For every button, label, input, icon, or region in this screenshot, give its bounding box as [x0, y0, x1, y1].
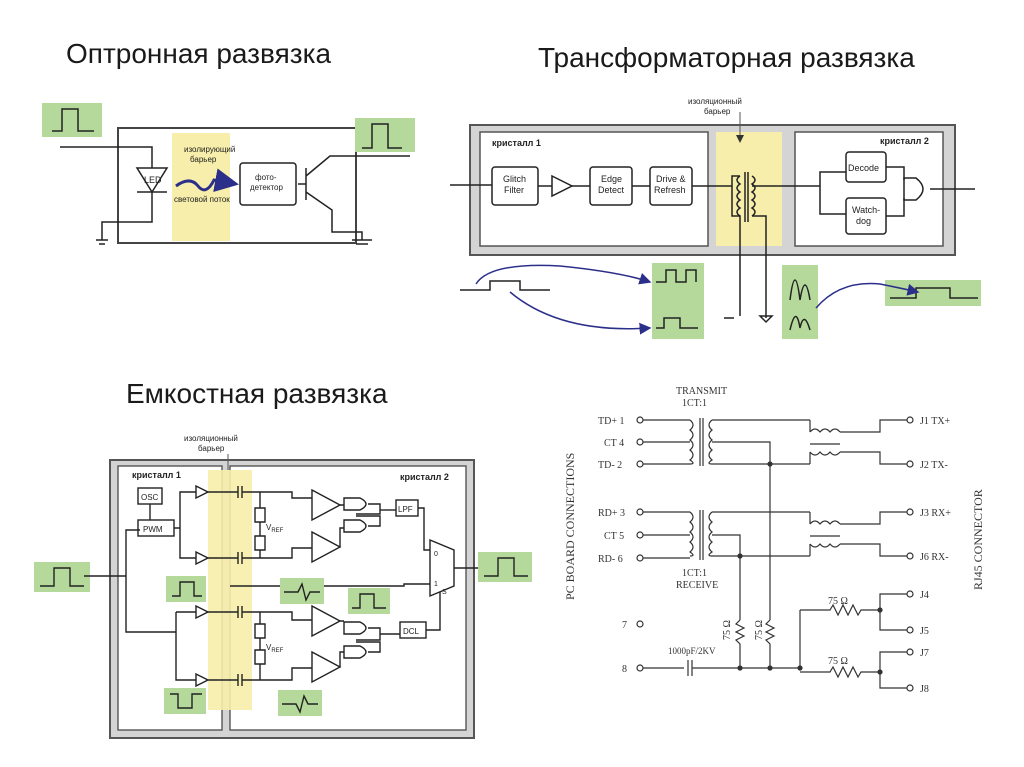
pc-board-header: PC BOARD CONNECTIONS: [563, 453, 577, 600]
transformer-output-highlight: [885, 280, 981, 306]
right-pin-8: J8: [920, 684, 929, 695]
left-pin-6: RD- 6: [598, 554, 623, 565]
transformer-barrier: [716, 132, 782, 246]
watchdog-label-1: Watch-: [852, 205, 880, 215]
left-pin-1: TD+ 1: [598, 416, 624, 427]
vref-top-label: VREF: [266, 523, 284, 534]
left-pin-2: CT 4: [604, 438, 624, 449]
transformer-barrier-label-2: барьер: [704, 107, 731, 116]
left-pin-3: TD- 2: [598, 460, 622, 471]
right-pin-3: J3 RX+: [920, 508, 951, 519]
transformer-chip1-label: кристалл 1: [492, 138, 541, 148]
right-pin-2: J2 TX-: [920, 460, 948, 471]
glitch-filter-label-2: Filter: [504, 185, 524, 195]
osc-label: OSC: [141, 493, 159, 502]
vref-bottom-label: VREF: [266, 643, 284, 654]
cap-chip2-label: кристалл 2: [400, 472, 449, 482]
resistor-75-d: 75 Ω: [828, 656, 848, 667]
resistor-75-c: 75 Ω: [828, 596, 848, 607]
capacitive-diagram: [34, 454, 532, 739]
photodetector-label-2: детектор: [250, 183, 283, 192]
opto-barrier-label-2: барьер: [190, 155, 217, 164]
transmit-label: TRANSMIT: [676, 386, 727, 397]
resistor-75-b: 75 Ω: [754, 620, 765, 640]
capacitor-label: 1000pF/2KV: [668, 646, 716, 656]
transformer-chip2-label: кристалл 2: [880, 136, 929, 146]
capacitive-output-highlight: [478, 552, 532, 582]
watchdog-label-2: dog: [856, 216, 871, 226]
vref-top-sub: REF: [271, 528, 283, 534]
left-pin-7: 7: [622, 620, 627, 631]
receive-label: RECEIVE: [676, 580, 718, 591]
cap-barrier-label-2: барьер: [198, 444, 225, 453]
cap-chip1-label: кристалл 1: [132, 470, 181, 480]
opto-barrier-label-1: изолирующий: [184, 145, 235, 154]
transmit-ratio-label: 1CT:1: [682, 398, 707, 409]
drive-refresh-label-2: Refresh: [654, 185, 686, 195]
left-pin-4: RD+ 3: [598, 508, 625, 519]
mux-1-label: 1: [434, 581, 438, 588]
output-pulse-highlight: [355, 118, 415, 152]
glitch-filter-label-1: Glitch: [503, 174, 526, 184]
transformer-barrier-label-1: изоляционный: [688, 97, 742, 106]
left-pin-5: CT 5: [604, 531, 624, 542]
drive-refresh-label-1: Drive &: [656, 174, 686, 184]
mux-s-label: S: [442, 589, 447, 596]
lpf-label: LPF: [398, 505, 413, 514]
capacitive-barrier: [208, 470, 252, 710]
right-pin-5: J4: [920, 590, 929, 601]
resistor-75-a: 75 Ω: [722, 620, 733, 640]
receive-ratio-label: 1CT:1: [682, 568, 707, 579]
vref-bottom-sub: REF: [271, 648, 283, 654]
right-pin-6: J5: [920, 626, 929, 637]
edge-detect-label-2: Detect: [598, 185, 625, 195]
cap-wave-3-highlight: [348, 588, 390, 614]
right-pin-7: J7: [920, 648, 929, 659]
capacitive-input-highlight: [34, 562, 90, 592]
title-transformer: Трансформаторная развязка: [538, 42, 915, 73]
left-pin-8: 8: [622, 664, 627, 675]
vref-top-letter: V: [266, 523, 272, 532]
cap-wave-4-highlight: [164, 688, 206, 714]
dcl-label: DCL: [403, 627, 420, 636]
decode-label: Decode: [848, 163, 879, 173]
input-pulse-highlight: [42, 103, 102, 137]
rj45-schematic: [636, 416, 914, 692]
rj45-header: RJ45 CONNECTOR: [971, 489, 985, 590]
cap-barrier-label-1: изоляционный: [184, 434, 238, 443]
cap-wave-2-highlight: [280, 578, 324, 604]
photodetector-label-1: фото-: [255, 173, 277, 182]
vref-bottom-letter: V: [266, 643, 272, 652]
edge-detect-label-1: Edge: [601, 174, 622, 184]
cap-wave-1-highlight: [166, 576, 206, 602]
title-capacitive: Емкостная развязка: [126, 378, 388, 409]
right-pin-1: J1 TX+: [920, 416, 951, 427]
mux-0-label: 0: [434, 551, 438, 558]
light-flow-label: световой поток: [174, 195, 230, 204]
transformer-diagram: [450, 112, 981, 339]
right-pin-4: J6 RX-: [920, 552, 949, 563]
pwm-label: PWM: [143, 525, 163, 534]
title-optocoupler: Оптронная развязка: [66, 38, 332, 69]
led-label: LED: [144, 175, 162, 185]
optocoupler-diagram: [42, 103, 415, 245]
